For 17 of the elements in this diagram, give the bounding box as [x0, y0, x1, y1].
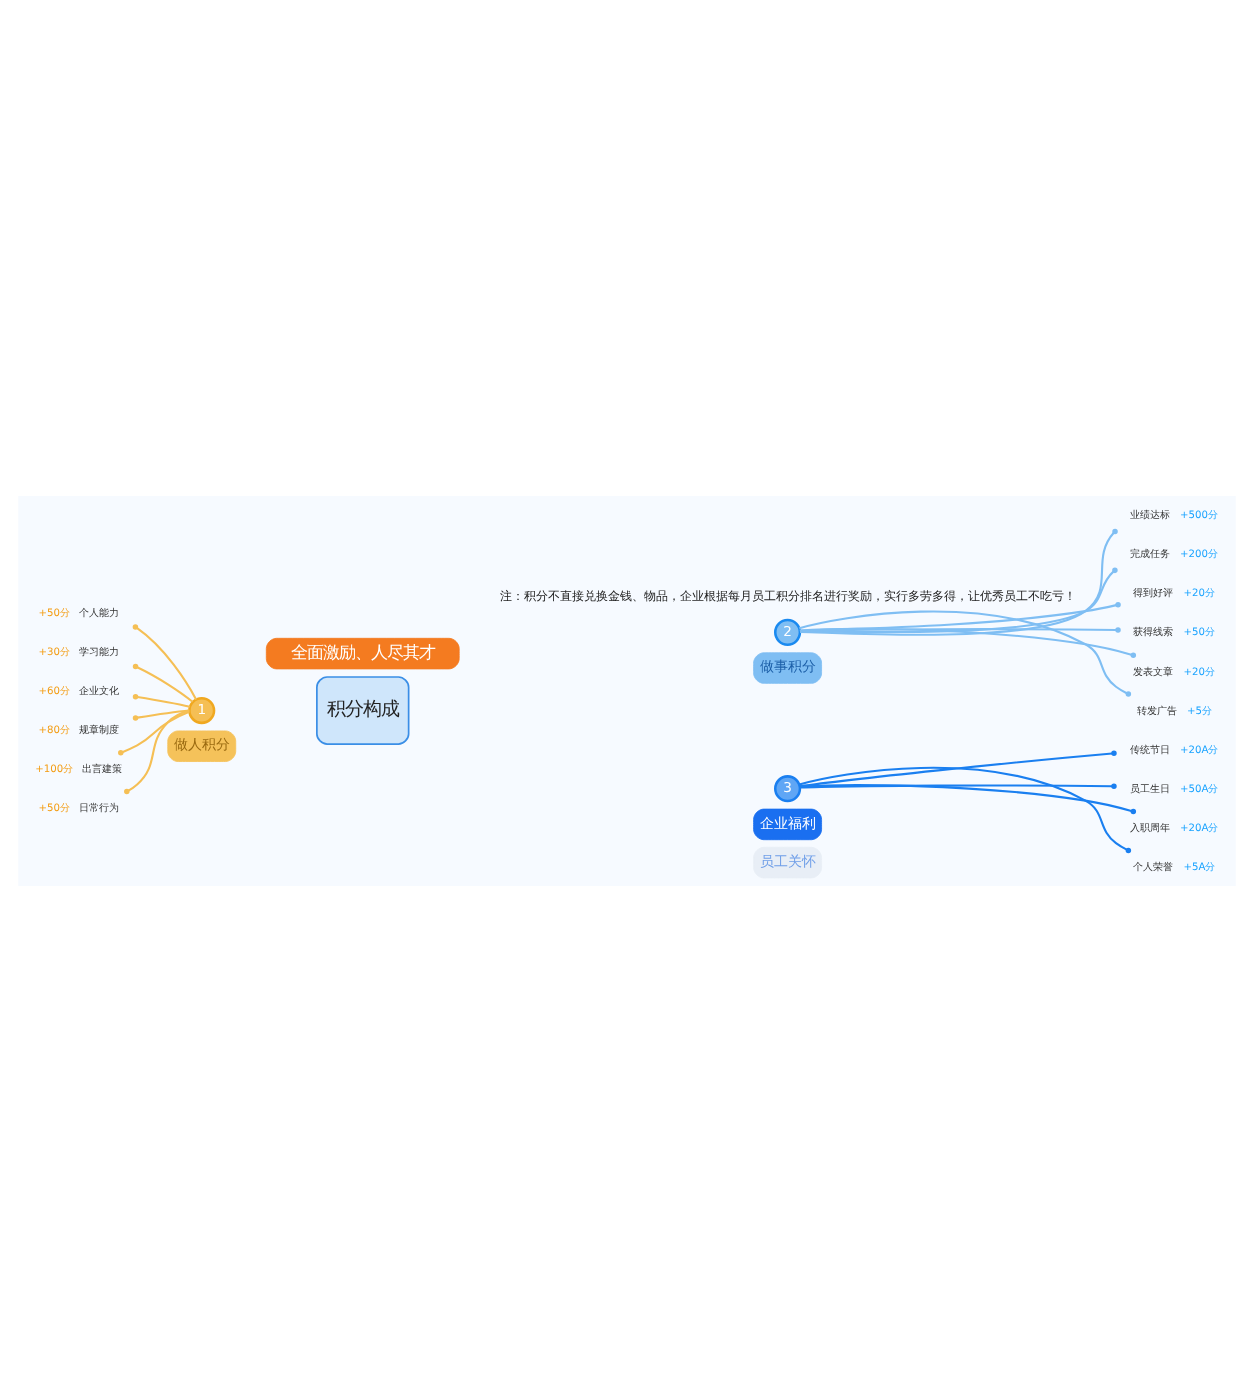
diagram-title: 全面激励、人尽其才: [290, 643, 435, 664]
connector: [799, 784, 1137, 815]
connector: [132, 694, 191, 708]
connector: [799, 601, 1121, 632]
connector: [799, 766, 1132, 854]
connector: [132, 663, 194, 703]
connector: [118, 710, 190, 756]
connector: [132, 709, 190, 721]
connector: [132, 624, 198, 700]
connector: [799, 750, 1117, 788]
connector: [124, 709, 190, 795]
connector: [799, 783, 1117, 790]
connector: [800, 567, 1118, 634]
connector: [799, 528, 1118, 636]
node-box: 积分构成: [316, 676, 410, 745]
connector: [799, 627, 1137, 658]
connector: [799, 610, 1132, 697]
